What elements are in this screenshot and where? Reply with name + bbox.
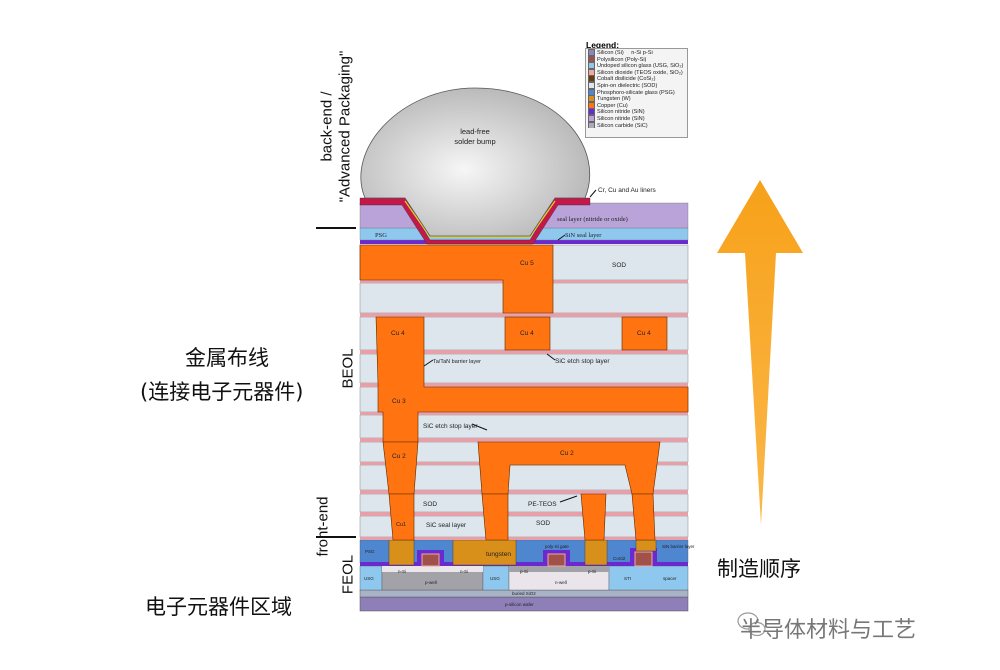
bump-label-1: lead-free xyxy=(460,127,490,136)
legend-swatch xyxy=(588,55,595,63)
cu4-label-3: Cu 4 xyxy=(637,330,651,337)
legend-item: Spin-on dielectric (SOD) xyxy=(586,81,687,89)
legend-label: Cobalt disilicide (CoSi₂) xyxy=(597,76,656,82)
legend-label: Undoped silicon glass (USG, SiO₂) xyxy=(597,63,684,69)
wafer-label: p-silicon wafer xyxy=(505,602,534,607)
cu4-label-2: Cu 4 xyxy=(520,330,534,337)
legend-item: Tungsten (W) xyxy=(586,95,687,102)
legend-swatch xyxy=(588,114,595,122)
legend-item: Copper (Cu) xyxy=(586,101,687,109)
pe-teos-label: PE-TEOS xyxy=(528,501,557,508)
usg-2 xyxy=(482,565,510,591)
sod-label: SOD xyxy=(423,501,437,508)
tungsten-label: tungsten xyxy=(486,551,511,558)
liners-label: Cr, Cu and Au liners xyxy=(598,187,657,194)
legend-label: Phosphoro-silicate glass (PSG) xyxy=(597,89,675,96)
back-end-label-2: "Advanced Packaging" xyxy=(336,50,354,203)
tatan-label: Ta/TaN barrier layer xyxy=(433,359,481,365)
psg-label: PSG xyxy=(375,232,387,239)
legend-label: Spin-on dielectric (SOD) xyxy=(597,82,658,89)
sic-etch-label-1: SiC etch stop layer xyxy=(555,358,610,365)
p-well-label: p-well xyxy=(425,580,437,585)
copper-interconnects xyxy=(359,244,689,541)
legend-swatch xyxy=(588,75,595,82)
legend-swatch xyxy=(588,62,595,69)
pointer-arrows xyxy=(423,189,597,503)
legend-item: Cobalt disilicide (CoSi₂) xyxy=(586,75,687,82)
wechat-icon xyxy=(737,612,766,637)
device-region-label: 电子元器件区域 xyxy=(145,595,292,619)
polysi-gate-label: poly-Si gate xyxy=(545,544,569,549)
cu5-label: Cu 5 xyxy=(520,260,534,267)
sin-barrier-label: SiN barrier layer xyxy=(662,544,695,549)
legend-label: Silicon dioxide (TEOS oxide, SiO₂) xyxy=(597,69,683,76)
p-si-region xyxy=(509,566,609,572)
cu4-label-1: Cu 4 xyxy=(391,330,405,337)
legend-swatch xyxy=(588,81,595,89)
legend-item: Silicon dioxide (TEOS oxide, SiO₂) xyxy=(586,68,687,76)
legend-item: Silicon nitride (SiN) xyxy=(586,108,687,115)
legend-label: Silicon carbide (SiC) xyxy=(597,122,648,129)
seal-layer-label: seal layer (nitride or oxide) xyxy=(557,216,628,223)
n-si-label-1: n-Si xyxy=(398,569,406,574)
cu1-label: Cu1 xyxy=(396,522,406,528)
legend-label: Silicon nitride (SiN) xyxy=(597,115,645,122)
legend-item: Undoped silicon glass (USG, SiO₂) xyxy=(586,62,687,69)
cosi2-label: CoSi2 xyxy=(613,556,626,561)
legend-swatch xyxy=(588,108,595,115)
legend-item: Silicon carbide (SiC) xyxy=(586,121,687,129)
legend-extra: n-Si p-Si xyxy=(629,49,653,56)
sin-barrier-line xyxy=(360,562,688,566)
bump-label-2: solder bump xyxy=(454,137,495,146)
legend-item: Phosphoro-silicate glass (PSG) xyxy=(586,88,687,96)
p-si-label-2: p-Si xyxy=(588,569,596,574)
sod-top-label: SOD xyxy=(612,262,626,269)
sti-label: STI xyxy=(624,576,631,581)
watermark: 半导体材料与工艺 xyxy=(740,618,917,643)
sic-seal-label: SiC seal layer xyxy=(426,522,467,529)
n-si-label-2: n-Si xyxy=(460,569,468,574)
legend-swatch xyxy=(588,101,595,109)
n-si-region xyxy=(382,566,483,572)
sin-seal-label: SiN seal layer xyxy=(565,232,602,239)
legend-swatch xyxy=(588,88,595,96)
usg-label-1: USG xyxy=(364,576,374,581)
usg-label-2: USG xyxy=(490,576,500,581)
psg-bottom-label: PSG xyxy=(365,549,375,554)
cu2-label-1: Cu 2 xyxy=(392,453,406,460)
legend-item: Silicon (Si) n-Si p-Si xyxy=(586,49,687,56)
metal-wiring-sub-label: (连接电子元器件) xyxy=(140,380,304,404)
buried-label: buried SiO2 xyxy=(512,591,536,596)
legend-item: Polysilicon (Poly-Si) xyxy=(586,55,687,63)
back-end-label-1: back-end / xyxy=(318,91,336,162)
beol-label: BEOL xyxy=(339,348,357,389)
feol-label: FEOL xyxy=(339,554,357,595)
legend-label: Silicon nitride (SiN) xyxy=(597,109,645,115)
legend-swatch xyxy=(588,49,595,56)
n-well-label: n-well xyxy=(555,580,567,585)
manufacturing-order-arrow xyxy=(717,180,803,525)
sic-etch-label-2: SiC etch stop layer xyxy=(423,423,478,430)
p-si-label-1: p-Si xyxy=(520,569,528,574)
legend-label: Silicon (Si) xyxy=(597,49,624,56)
manufacturing-order-label: 制造顺序 xyxy=(717,557,801,581)
legend-swatch xyxy=(588,95,595,102)
legend-item: Silicon nitride (SiN) xyxy=(586,114,687,122)
cu3-label: Cu 3 xyxy=(392,398,406,405)
sod2-label: SOD xyxy=(536,520,550,527)
solder-bump xyxy=(360,87,590,237)
legend-label: Copper (Cu) xyxy=(597,102,628,109)
bump-opening-liner xyxy=(359,197,591,245)
legend-swatch xyxy=(588,121,595,129)
legend-swatch xyxy=(588,68,595,76)
spacer-label: spacer xyxy=(663,576,677,581)
metal-wiring-label: 金属布线 xyxy=(185,346,269,370)
legend-title: Legend: xyxy=(586,40,620,50)
legend-label: Polysilicon (Poly-Si) xyxy=(597,56,647,63)
legend-label: Tungsten (W) xyxy=(597,96,631,102)
cu2-label-2: Cu 2 xyxy=(560,450,574,457)
front-end-label: front-end xyxy=(314,496,332,557)
